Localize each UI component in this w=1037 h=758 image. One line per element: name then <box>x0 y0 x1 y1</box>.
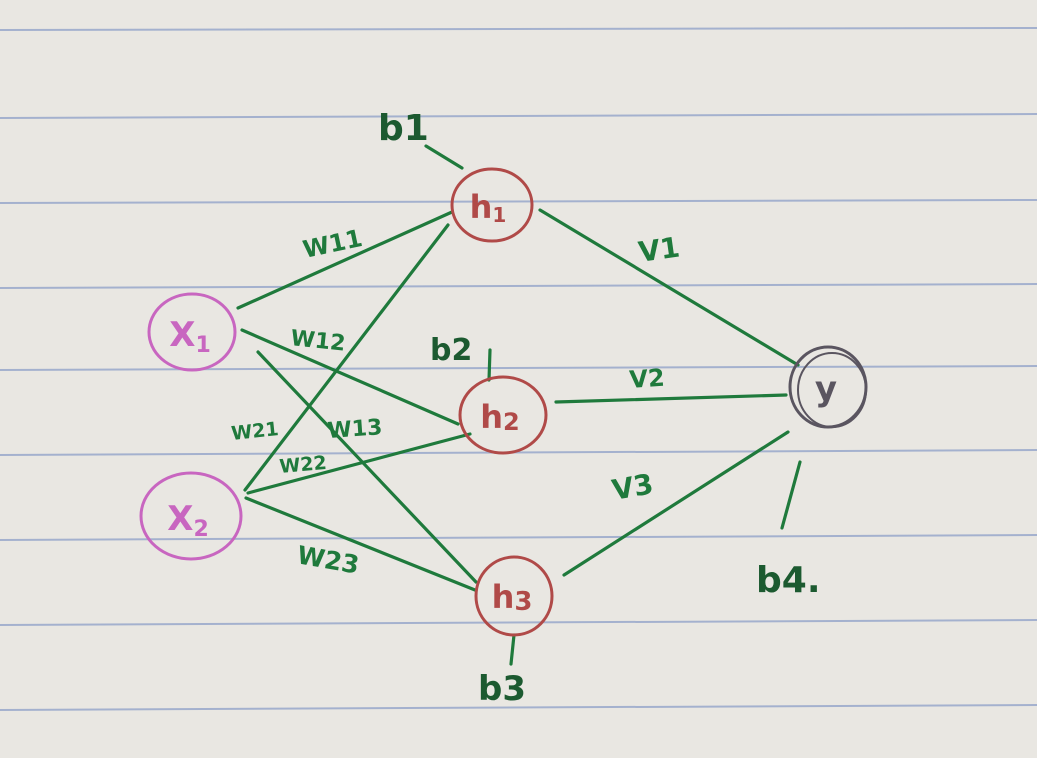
edge-x2-h1 <box>243 223 450 492</box>
weight-label-w21: W21 <box>230 418 279 445</box>
output-label: y <box>815 369 837 409</box>
hidden-node-h3: h3 <box>474 555 554 637</box>
output-node-y: y <box>788 345 868 429</box>
weight-label-w22: W22 <box>279 452 328 478</box>
edge-x1-h3 <box>256 350 478 584</box>
edge-x2-h3 <box>244 496 477 592</box>
h1-label-sub: 1 <box>492 203 506 227</box>
edge-h3-y <box>562 430 790 577</box>
edges <box>236 144 802 666</box>
bias-tick-b4 <box>780 460 802 530</box>
h1-label-main: h <box>470 188 493 226</box>
x1-label-sub: 1 <box>195 333 210 358</box>
bias-labels: b1 b2 b3 b4. <box>378 108 821 709</box>
input-node-x1: X1 <box>147 292 237 372</box>
h2-label-sub: 2 <box>503 408 520 436</box>
bias-label-b1: b1 <box>378 108 429 149</box>
svg-text:h3: h3 <box>492 578 533 617</box>
svg-text:X2: X2 <box>167 499 209 542</box>
bias-tick-b1 <box>424 144 464 170</box>
hidden-node-h1: h1 <box>450 167 534 243</box>
input-node-x2: X2 <box>139 471 243 561</box>
edge-x2-h2 <box>246 432 472 495</box>
weight-label-w13: W13 <box>327 415 384 444</box>
edge-x1-h2 <box>240 328 460 426</box>
weight-label-v2: V2 <box>628 364 665 394</box>
edge-h2-y <box>554 393 788 404</box>
bias-label-b2: b2 <box>430 333 472 368</box>
weight-label-v1: V1 <box>636 231 681 269</box>
weight-label-v3: V3 <box>609 467 655 507</box>
x1-label-main: X <box>169 315 195 355</box>
h2-label-main: h <box>480 398 503 436</box>
svg-text:h2: h2 <box>480 398 519 436</box>
weight-label-w12: W12 <box>289 326 346 357</box>
x2-label-sub: 2 <box>193 517 208 542</box>
h3-label-main: h <box>492 578 515 616</box>
h3-label-sub: 3 <box>514 587 532 617</box>
x2-label-main: X <box>167 499 193 539</box>
ruled-lines <box>0 27 1037 711</box>
edge-x1-h1 <box>236 210 454 310</box>
bias-tick-b3 <box>509 633 516 666</box>
bias-label-b3: b3 <box>478 669 526 709</box>
svg-text:h1: h1 <box>470 188 507 227</box>
bias-tick-b2 <box>487 348 492 382</box>
edge-h1-y <box>538 208 800 367</box>
bias-label-b4: b4. <box>756 560 821 601</box>
svg-text:X1: X1 <box>169 315 211 358</box>
hidden-node-h2: h2 <box>458 375 548 455</box>
